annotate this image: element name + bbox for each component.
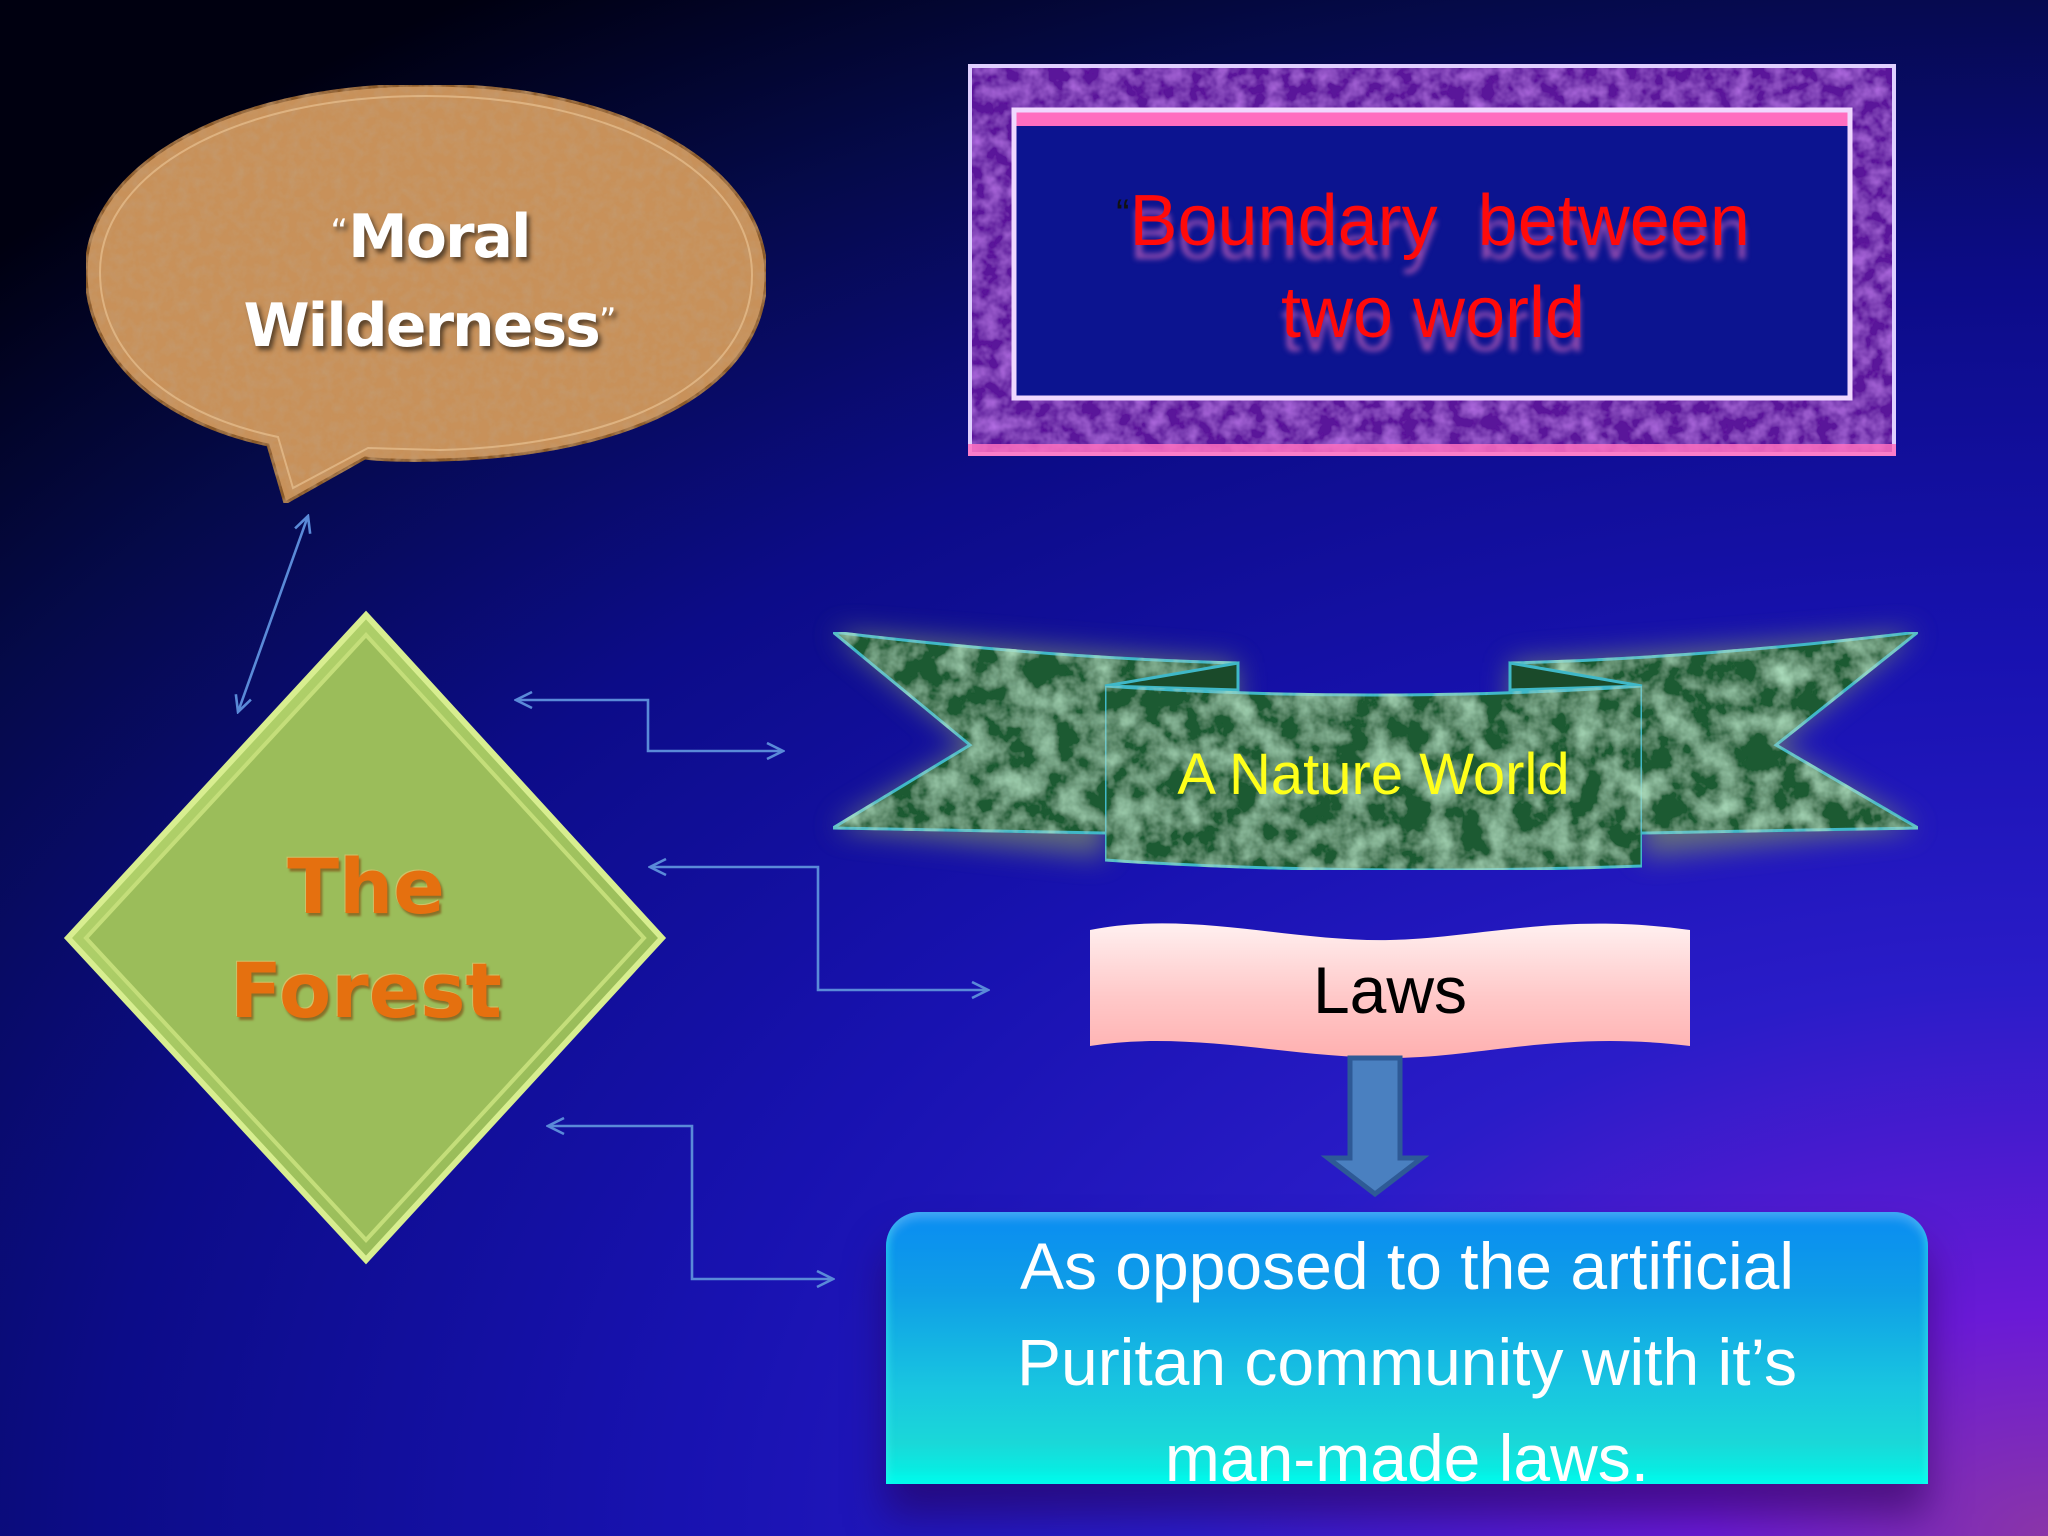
boundary-line-2: two world — [1280, 273, 1586, 353]
puritan-community-label: As opposed to the artificial Puritan com… — [886, 1218, 1928, 1506]
community-line-2: Puritan community with it’s — [1016, 1325, 1798, 1399]
forest-label: The Forest — [166, 835, 566, 1043]
laws-flag — [1090, 923, 1690, 1058]
open-quote: “ — [1116, 192, 1130, 236]
forest-line-2: Forest — [230, 946, 502, 1035]
arrow-forest-to-nature-icon — [516, 700, 783, 751]
boundary-label: “Boundary between two world — [1016, 168, 1850, 359]
nature-world-label: A Nature World — [1177, 742, 1570, 807]
nature-world-banner — [827, 629, 1924, 872]
close-quote: ” — [598, 301, 617, 341]
arrow-forest-to-community-icon — [548, 1126, 833, 1279]
arrow-forest-to-laws-icon — [650, 867, 988, 990]
puritan-community-box — [886, 1212, 1928, 1484]
forest-line-1: The — [287, 842, 445, 931]
open-quote: “ — [330, 212, 349, 252]
community-line-1: As opposed to the artificial — [1019, 1229, 1795, 1303]
bubble-line-2: Wilderness — [243, 291, 600, 361]
laws-down-arrow-icon — [1320, 1055, 1430, 1198]
arrow-forest-to-bubble-icon — [238, 516, 308, 712]
moral-wilderness-label: “Moral Wilderness” — [160, 190, 700, 368]
moral-wilderness-bubble — [84, 83, 768, 506]
bubble-line-1: Moral — [348, 202, 532, 272]
forest-diamond — [63, 610, 667, 1265]
boundary-frame — [968, 64, 1896, 456]
laws-label: Laws — [1312, 953, 1468, 1027]
community-line-3: man-made laws. — [1164, 1421, 1650, 1495]
boundary-line-1: Boundary between — [1129, 181, 1750, 261]
connector-arrows — [238, 516, 988, 1279]
